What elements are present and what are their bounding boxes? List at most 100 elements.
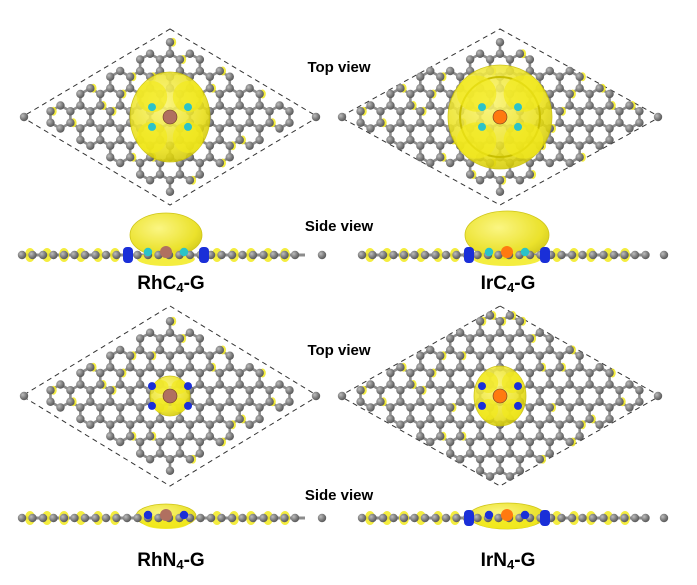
carbon-atom xyxy=(125,72,135,81)
carbon-atom xyxy=(455,72,465,81)
carbon-atom xyxy=(446,380,455,389)
carbon-atom xyxy=(535,153,545,162)
carbon-atom xyxy=(135,368,145,378)
carbon-atom xyxy=(245,363,254,372)
carbon-atom xyxy=(145,351,155,360)
carbon-atom xyxy=(255,124,264,133)
carbon-atom xyxy=(96,403,105,412)
carbon-atom xyxy=(525,334,535,343)
side-carbon-atom xyxy=(609,250,619,260)
ligand-atom xyxy=(478,382,486,391)
carbon-atom xyxy=(565,101,574,110)
carbon-atom xyxy=(605,101,614,110)
carbon-atom xyxy=(525,437,535,447)
carbon-atom xyxy=(505,449,515,458)
side-carbon-atom xyxy=(101,513,111,523)
carbon-atom xyxy=(535,455,545,464)
carbon-atom xyxy=(565,403,574,412)
carbon-atom xyxy=(555,141,564,150)
carbon-atom xyxy=(416,351,425,360)
side-carbon-atom xyxy=(133,250,142,260)
carbon-atom xyxy=(585,414,594,424)
carbon-atom xyxy=(76,101,85,110)
carbon-atom xyxy=(465,449,475,458)
carbon-atom xyxy=(485,334,495,343)
carbon-atom xyxy=(555,153,564,162)
carbon-atom xyxy=(446,334,455,343)
isosurface-ring xyxy=(459,76,541,158)
carbon-atom xyxy=(555,118,564,127)
carbon-atom xyxy=(525,368,535,378)
carbon-atom xyxy=(455,455,465,464)
side-carbon-atom xyxy=(259,250,268,260)
carbon-atom xyxy=(106,420,115,429)
carbon-atom xyxy=(585,89,594,99)
carbon-atom xyxy=(96,124,105,133)
carbon-atom xyxy=(426,345,435,355)
carbon-atom xyxy=(56,101,65,110)
carbon-atom xyxy=(145,328,155,337)
irc4-top-view-panel xyxy=(337,28,663,206)
carbon-atom xyxy=(485,170,495,179)
side-carbon-atom xyxy=(557,250,566,260)
carbon-atom xyxy=(205,386,215,395)
carbon-atom xyxy=(525,345,535,355)
carbon-atom xyxy=(455,397,465,406)
side-carbon-atom xyxy=(112,513,121,523)
carbon-atom xyxy=(135,334,145,343)
carbon-atom xyxy=(386,89,395,99)
carbon-atom xyxy=(436,420,445,429)
side-carbon-atom xyxy=(80,513,90,523)
carbon-atom xyxy=(575,386,584,395)
carbon-atom xyxy=(96,414,105,424)
carbon-atom xyxy=(635,118,644,127)
carbon-atom xyxy=(285,386,294,395)
carbon-atom xyxy=(86,363,95,372)
carbon-atom xyxy=(465,345,475,355)
side-metal-atom xyxy=(160,509,172,521)
carbon-atom xyxy=(565,380,574,389)
carbon-atom xyxy=(76,135,85,145)
carbon-atom xyxy=(426,368,435,378)
carbon-atom xyxy=(525,403,535,412)
carbon-atom xyxy=(376,118,385,127)
carbon-atom xyxy=(406,89,415,99)
carbon-atom xyxy=(195,345,205,355)
ligand-atom xyxy=(514,382,522,391)
carbon-atom xyxy=(235,380,244,389)
carbon-atom xyxy=(255,414,264,424)
carbon-atom xyxy=(595,107,604,116)
side-carbon-atom xyxy=(588,513,598,523)
carbon-atom xyxy=(535,351,545,360)
carbon-atom xyxy=(165,38,175,47)
carbon-atom xyxy=(426,89,435,99)
carbon-atom xyxy=(515,49,525,58)
carbon-atom xyxy=(165,328,175,337)
carbon-atom xyxy=(446,368,455,378)
carbon-atom xyxy=(96,101,105,110)
carbon-atom xyxy=(215,158,224,168)
carbon-atom xyxy=(545,368,554,378)
carbon-atom xyxy=(416,107,425,116)
carbon-atom xyxy=(205,363,215,372)
carbon-atom xyxy=(585,135,594,145)
carbon-atom xyxy=(215,403,224,412)
carbon-atom xyxy=(436,118,445,127)
carbon-atom xyxy=(255,101,264,110)
carbon-atom xyxy=(396,397,405,406)
side-carbon-atom xyxy=(410,513,419,523)
ligand-atom xyxy=(514,401,522,410)
side-carbon-atom xyxy=(389,513,398,523)
carbon-atom xyxy=(56,380,65,389)
carbon-atom xyxy=(535,386,545,395)
carbon-atom xyxy=(446,449,455,458)
carbon-atom xyxy=(275,101,284,110)
carbon-atom xyxy=(96,89,105,99)
ligand-atom xyxy=(148,103,156,112)
carbon-atom xyxy=(595,397,604,406)
isosurface-lobe xyxy=(456,122,497,159)
carbon-atom xyxy=(545,414,554,424)
carbon-atom xyxy=(505,311,515,320)
carbon-atom xyxy=(406,414,415,424)
ligand-atom xyxy=(478,401,486,410)
